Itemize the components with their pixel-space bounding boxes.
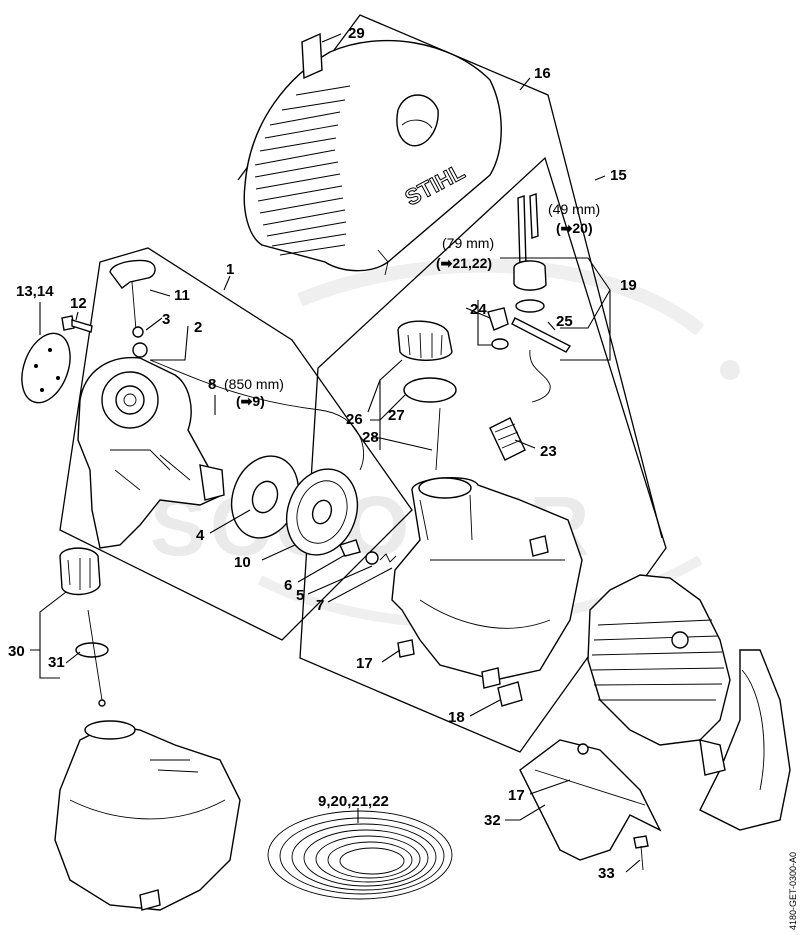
screw-12-part <box>61 315 93 333</box>
callout-17b: 17 <box>508 787 525 804</box>
callout-26: 26 <box>346 411 363 428</box>
group-frame-15 <box>299 156 667 753</box>
group-frame-1 <box>59 247 413 641</box>
callout-18: 18 <box>448 709 465 726</box>
callout-30: 30 <box>8 643 25 660</box>
callout-8: 8 <box>208 376 216 393</box>
lower-cap-part <box>59 547 109 707</box>
callout-31: 31 <box>48 654 65 671</box>
fuel-hoses-part <box>513 193 547 313</box>
callout-12: 12 <box>70 295 87 312</box>
shroud-part: STIHL <box>243 39 502 276</box>
hose-long-length: (79 mm) <box>442 235 494 251</box>
rope-length: (850 mm) <box>224 376 284 392</box>
tank-cap-part <box>397 320 457 471</box>
grommet-18-part <box>497 681 523 707</box>
callout-23: 23 <box>540 443 557 460</box>
fuel-pickup-part <box>489 349 551 461</box>
hose-coil-part <box>267 810 453 900</box>
callout-7: 7 <box>316 597 324 614</box>
callout-32: 32 <box>484 812 501 829</box>
callout-labels: 29 16 15 1 11 3 2 13,14 12 8 4 10 6 5 7 … <box>8 25 798 930</box>
rope-rotor-part <box>285 468 359 556</box>
callout-11: 11 <box>174 287 190 304</box>
starter-housing-part <box>77 259 364 549</box>
grommet-17-part <box>397 639 415 658</box>
callout-4: 4 <box>196 527 205 544</box>
callout-28: 28 <box>362 429 379 446</box>
pawl-spring-part <box>339 539 397 565</box>
fuel-valve-part <box>487 307 572 353</box>
callout-1: 1 <box>226 261 234 278</box>
spring-cassette-part <box>230 455 300 539</box>
callout-16: 16 <box>534 65 551 82</box>
lower-tank-part <box>54 720 241 911</box>
baffle-part <box>519 739 662 861</box>
callout-17a: 17 <box>356 655 373 672</box>
callout-29: 29 <box>348 25 365 42</box>
callout-2: 2 <box>194 319 202 336</box>
callout-13-14: 13,14 <box>16 283 54 300</box>
callout-9-20-21-22: 9,20,21,22 <box>318 793 389 810</box>
callout-3: 3 <box>162 311 170 328</box>
hose-short-length: (49 mm) <box>548 201 600 217</box>
callout-33: 33 <box>598 865 615 882</box>
callout-6: 6 <box>284 577 292 594</box>
callout-15: 15 <box>610 167 627 184</box>
rope-ref: (➡9) <box>236 393 265 409</box>
screw-33-part <box>633 835 649 871</box>
engine-part <box>587 574 791 831</box>
hose-short-ref: (➡20) <box>556 220 593 236</box>
cover-disc-part <box>21 332 71 404</box>
callout-10: 10 <box>234 554 251 571</box>
callout-25: 25 <box>556 313 573 330</box>
callout-24: 24 <box>470 301 487 318</box>
callout-27: 27 <box>388 407 405 424</box>
hose-long-ref: (➡21,22) <box>436 255 492 271</box>
callout-5: 5 <box>296 587 304 604</box>
drawing-code: 4180-GET-0300-A0 <box>788 852 798 930</box>
callout-19: 19 <box>620 277 637 294</box>
sticker-part <box>301 32 323 80</box>
fuel-tank-part <box>391 476 583 689</box>
leader-lines <box>30 33 641 873</box>
